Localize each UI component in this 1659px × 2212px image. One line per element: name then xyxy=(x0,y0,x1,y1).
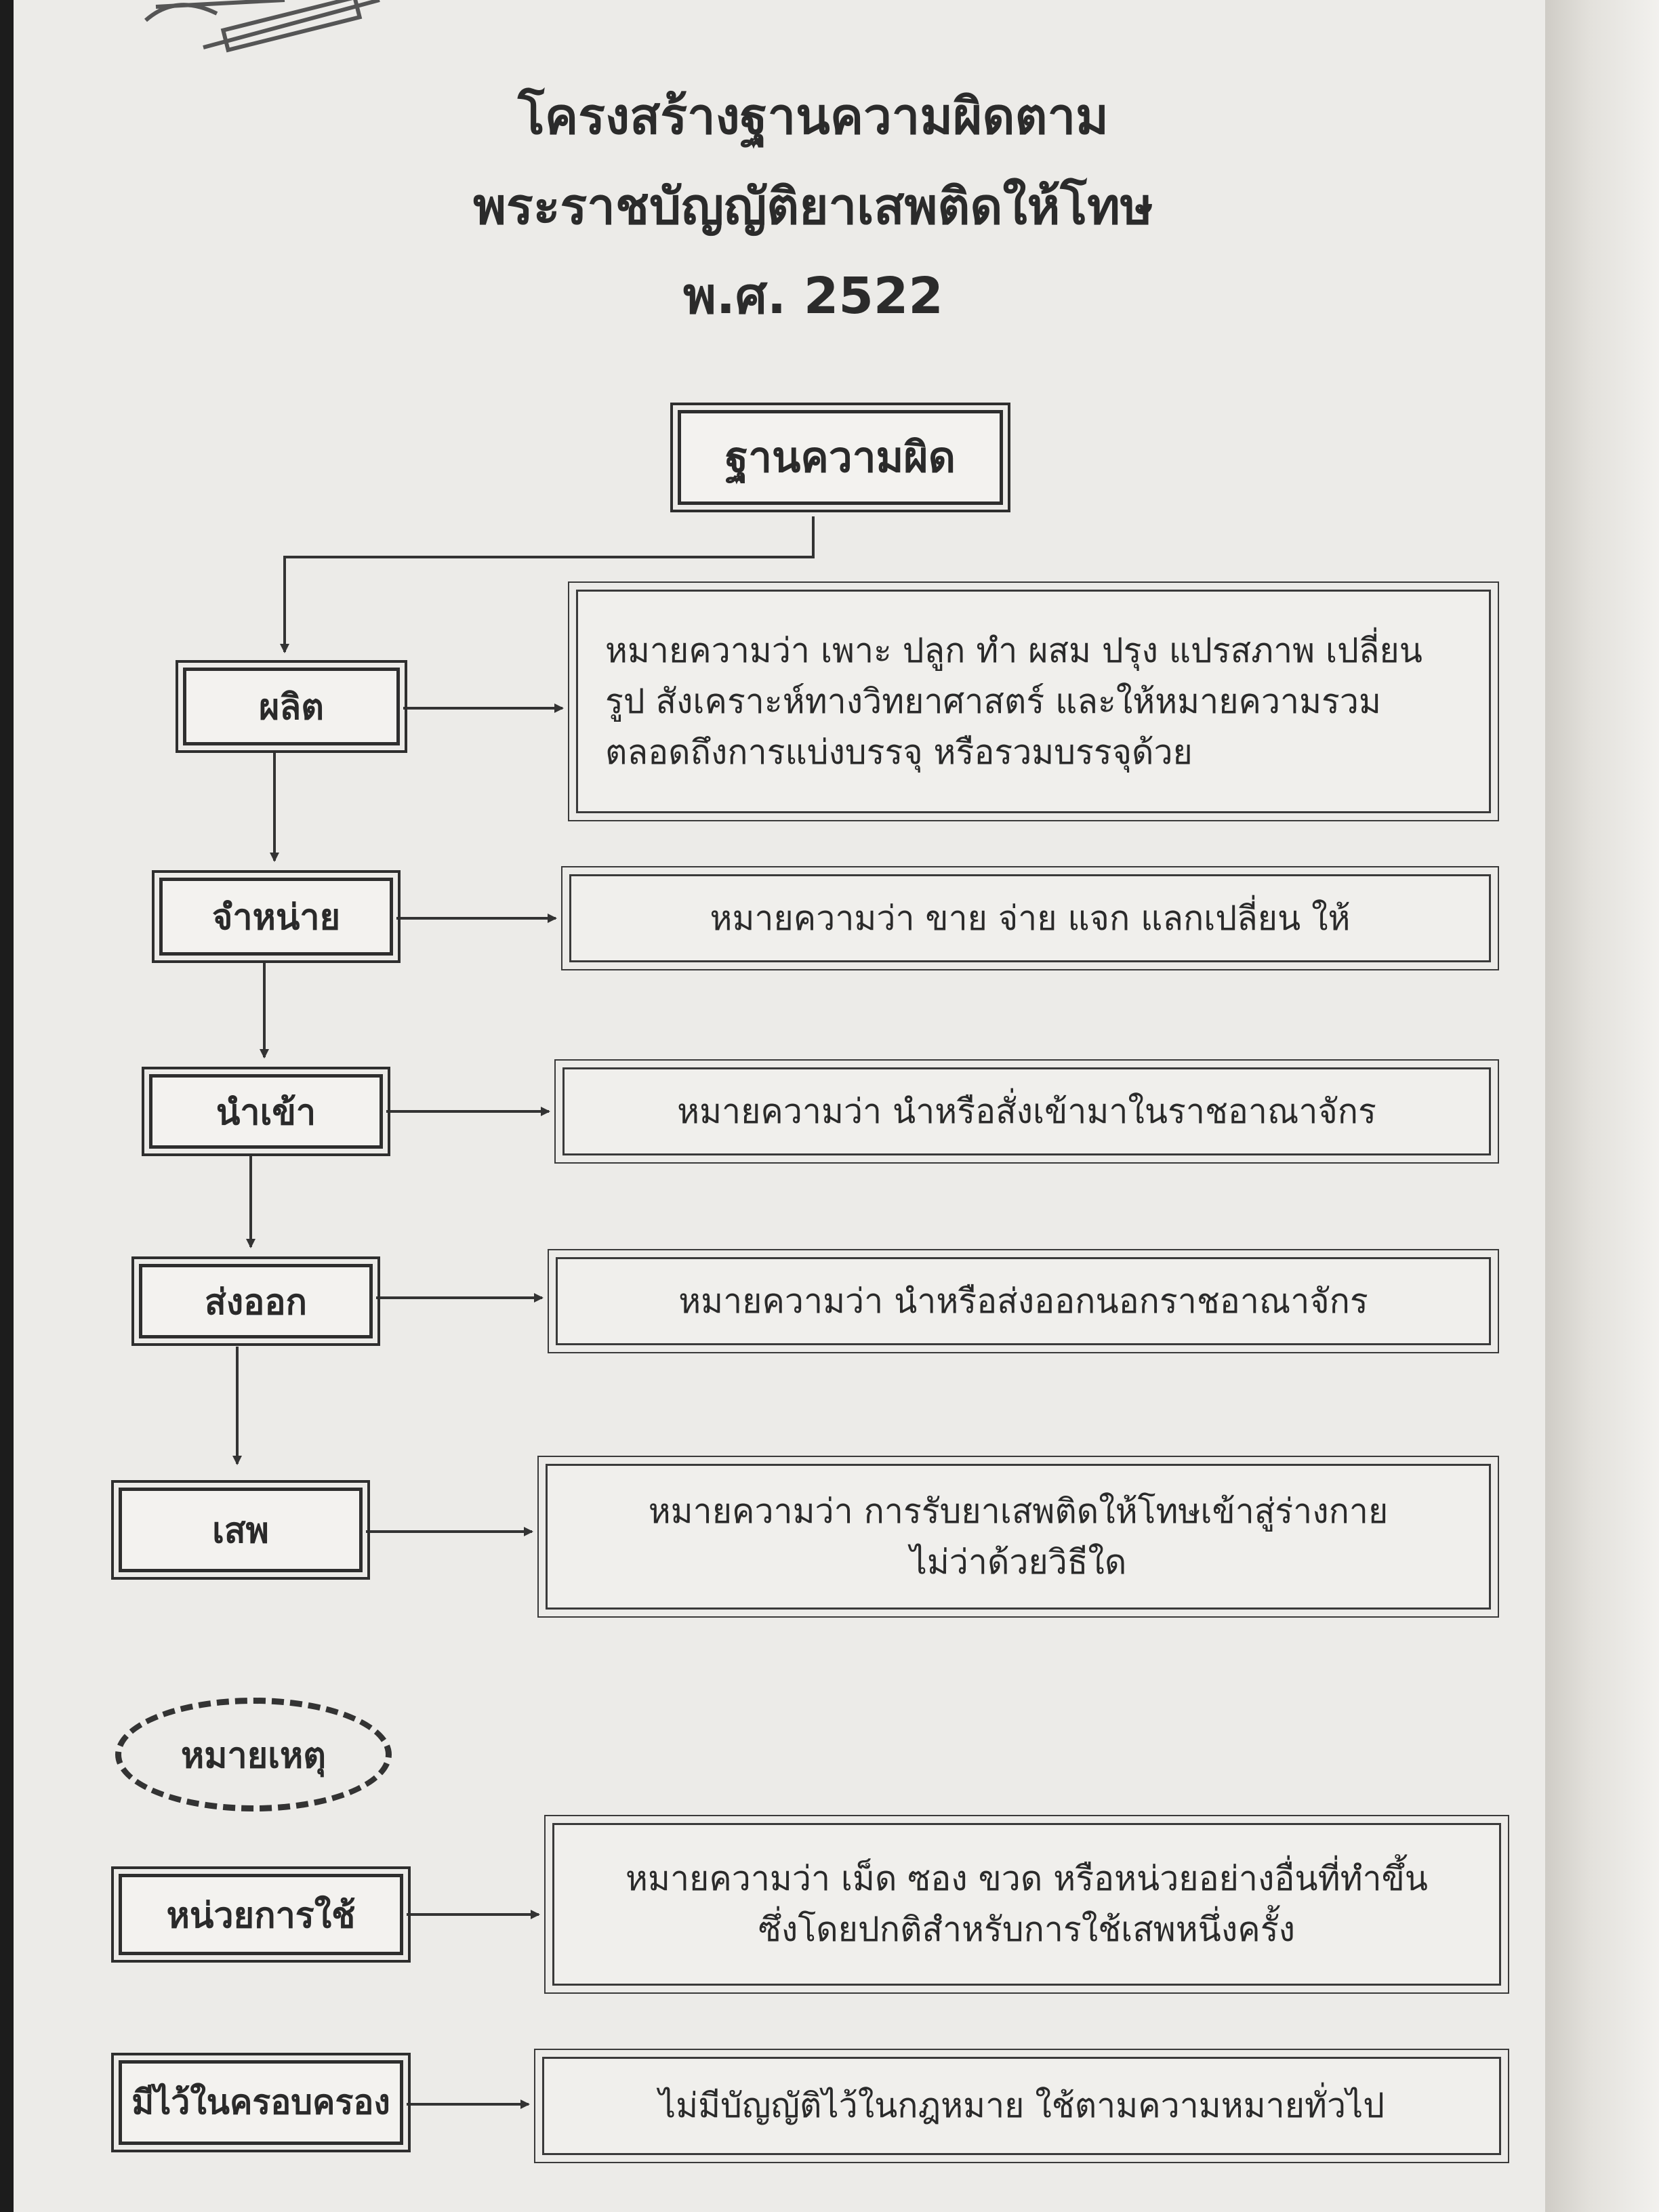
note-unit-of-use: หน่วยการใช้ xyxy=(111,1866,411,1963)
title-line-3: พ.ศ. 2522 xyxy=(683,267,943,325)
export-meaning: หมายความว่า นำหรือส่งออกนอกราชอาณาจักร xyxy=(548,1249,1499,1353)
offense-consume: เสพ xyxy=(111,1480,370,1580)
possession-meaning: ไม่มีบัญญัติไว้ในกฎหมาย ใช้ตามความหมายทั… xyxy=(534,2049,1509,2163)
syringe-illustration xyxy=(144,0,380,53)
root-node: ฐานความผิด xyxy=(670,403,1010,512)
offense-produce: ผลิต xyxy=(176,660,407,753)
consume-meaning: หมายความว่า การรับยาเสพติดให้โทษเข้าสู่ร… xyxy=(537,1456,1499,1618)
title-line-2: พระราชบัญญัติยาเสพติดให้โทษ xyxy=(473,178,1153,236)
distribute-meaning: หมายความว่า ขาย จ่าย แจก แลกเปลี่ยน ให้ xyxy=(561,866,1499,970)
import-meaning: หมายความว่า นำหรือสั่งเข้ามาในราชอาณาจัก… xyxy=(554,1059,1499,1164)
next-page-edge xyxy=(1545,0,1659,2212)
note-possession: มีไว้ในครอบครอง xyxy=(111,2053,411,2152)
offense-distribute: จำหน่าย xyxy=(152,870,401,963)
unit-of-use-meaning: หมายความว่า เม็ด ซอง ขวด หรือหน่วยอย่างอ… xyxy=(544,1815,1509,1994)
root-to-produce-line xyxy=(280,516,815,653)
offense-export: ส่งออก xyxy=(131,1256,380,1346)
offense-import: นำเข้า xyxy=(142,1067,390,1156)
note-label: หมายเหตุ xyxy=(115,1698,392,1811)
produce-meaning: หมายความว่า เพาะ ปลูก ทำ ผสม ปรุง แปรสภา… xyxy=(568,581,1499,821)
page-edge xyxy=(0,0,14,2212)
title-line-1: โครงสร้างฐานความผิดตาม xyxy=(518,87,1109,146)
